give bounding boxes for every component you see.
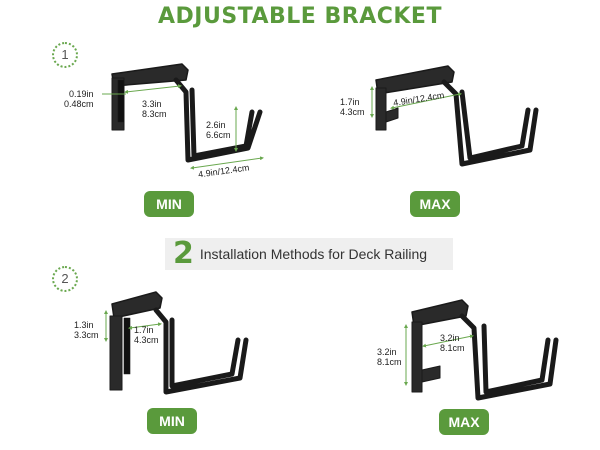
dim-s1-min-depth: 3.3in 8.3cm bbox=[142, 99, 167, 119]
installation-methods-banner: 2 Installation Methods for Deck Railing bbox=[165, 238, 453, 270]
badge-s1-min: MIN bbox=[144, 191, 194, 217]
dim-s2-max-height: 3.2in 8.1cm bbox=[377, 347, 402, 367]
bracket-section2-min bbox=[109, 291, 249, 395]
page-title: ADJUSTABLE BRACKET bbox=[158, 4, 442, 29]
dim-s2-max-depth: 3.2in 8.1cm bbox=[440, 333, 465, 353]
banner-text: Installation Methods for Deck Railing bbox=[199, 246, 428, 262]
dim-s2-min-height: 1.3in 3.3cm bbox=[74, 320, 99, 340]
bracket-section1-max bbox=[375, 65, 539, 167]
bracket-section2-max bbox=[411, 299, 559, 401]
badge-s1-max: MAX bbox=[410, 191, 460, 217]
dim-s1-min-thickness: 0.19in 0.48cm bbox=[64, 89, 94, 109]
badge-s2-max: MAX bbox=[439, 409, 489, 435]
dim-s1-min-height: 2.6in 6.6cm bbox=[206, 120, 231, 140]
bracket-section1-min bbox=[111, 63, 263, 163]
step-2-marker: 2 bbox=[52, 266, 78, 292]
badge-s2-min: MIN bbox=[147, 408, 197, 434]
banner-number: 2 bbox=[173, 236, 194, 271]
dim-s2-min-depth: 1.7in 4.3cm bbox=[134, 325, 159, 345]
step-1-marker: 1 bbox=[52, 42, 78, 68]
dim-s1-max-height: 1.7in 4.3cm bbox=[340, 97, 365, 117]
